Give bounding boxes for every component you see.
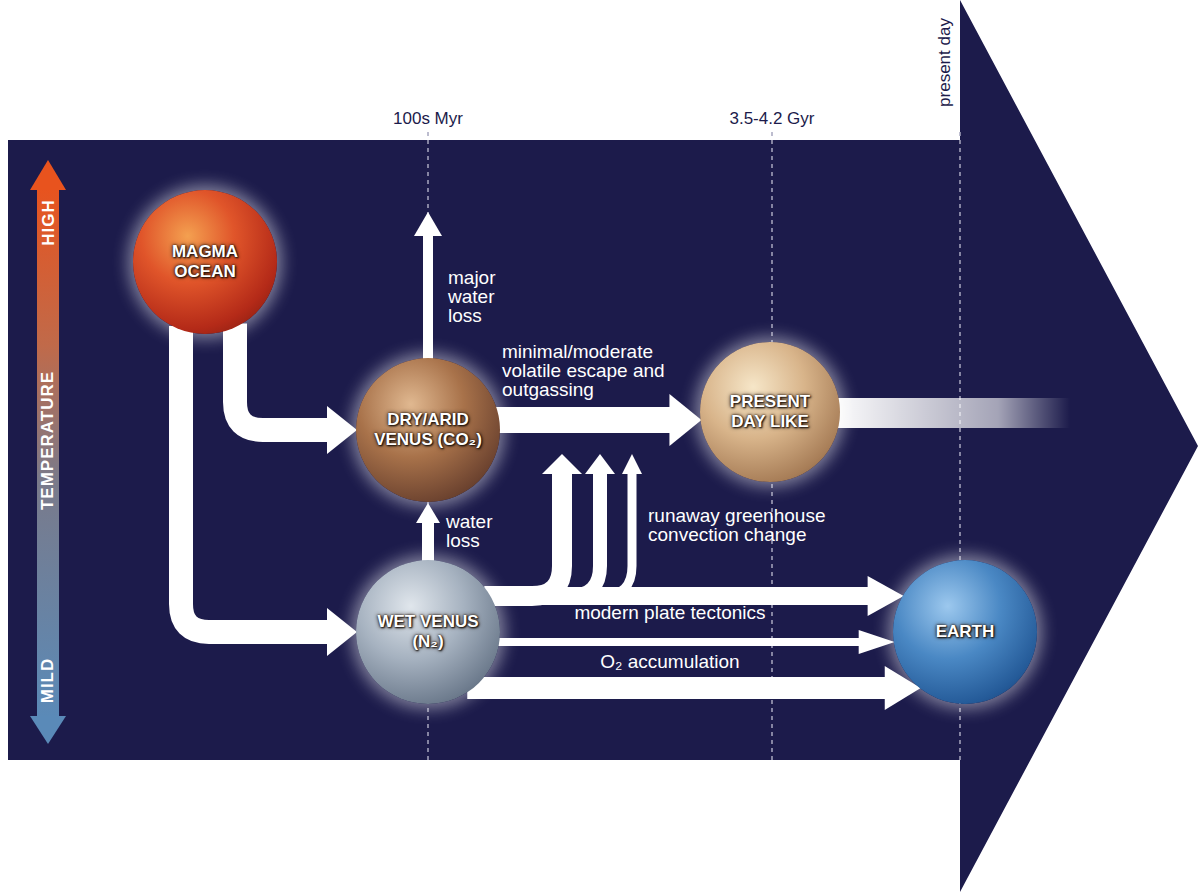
time-label: 100s Myr bbox=[393, 109, 463, 128]
process-arrow bbox=[493, 630, 894, 654]
planet-label: EARTH bbox=[906, 622, 1024, 642]
planet-node: MAGMA OCEAN bbox=[133, 190, 277, 334]
planet-label: MAGMA OCEAN bbox=[146, 242, 264, 282]
temperature-arrowhead bbox=[30, 160, 66, 190]
scale-label: TEMPERATURE bbox=[39, 370, 58, 509]
process-arrow bbox=[484, 454, 582, 596]
edge-label: minimal/moderate volatile escape and out… bbox=[502, 342, 717, 399]
arrow-shaft bbox=[235, 323, 329, 430]
arrow-shaft bbox=[467, 677, 886, 699]
planet-node: DRY/ARID VENUS (CO₂) bbox=[356, 358, 500, 502]
edge-label: modern plate tectonics bbox=[520, 603, 820, 622]
timeline-arrow bbox=[8, 0, 1198, 892]
arrowhead bbox=[585, 454, 615, 474]
edge-label: runaway greenhouse convection change bbox=[648, 506, 838, 544]
process-arrow bbox=[495, 394, 701, 446]
arrow-shaft bbox=[422, 521, 434, 564]
continuation-fade bbox=[830, 398, 1070, 428]
process-arrow bbox=[235, 323, 357, 454]
process-arrow bbox=[467, 666, 920, 710]
arrowhead bbox=[327, 406, 357, 454]
arrow-shaft bbox=[484, 472, 600, 596]
scale-label: HIGH bbox=[39, 199, 58, 246]
time-label: 3.5-4.2 Gyr bbox=[729, 109, 814, 128]
planet-label: PRESENT DAY LIKE bbox=[711, 392, 829, 432]
process-arrow bbox=[181, 326, 357, 656]
planet-label: WET VENUS (N₂) bbox=[369, 612, 487, 652]
water-loss-arrow bbox=[423, 234, 433, 360]
arrowhead bbox=[327, 608, 357, 656]
temperature-bar bbox=[37, 186, 59, 720]
arrow-shaft bbox=[181, 326, 329, 632]
edge-label: water loss bbox=[446, 512, 516, 550]
time-label: present day bbox=[935, 18, 954, 107]
process-arrow bbox=[416, 503, 440, 564]
process-note: major water loss bbox=[448, 268, 514, 325]
water-loss-arrowhead bbox=[414, 212, 442, 236]
arrow-shaft bbox=[484, 472, 632, 596]
scale-label: MILD bbox=[38, 657, 57, 703]
planet-node: PRESENT DAY LIKE bbox=[700, 342, 840, 482]
arrow-shaft bbox=[493, 638, 860, 646]
arrow-shaft bbox=[495, 407, 671, 433]
arrowhead bbox=[542, 454, 582, 474]
arrowhead bbox=[859, 630, 895, 654]
process-arrow bbox=[484, 454, 642, 596]
process-arrow bbox=[484, 454, 615, 596]
planet-node: EARTH bbox=[893, 560, 1037, 704]
arrowhead bbox=[669, 394, 701, 446]
arrow-shaft bbox=[484, 472, 562, 596]
planet-label: DRY/ARID VENUS (CO₂) bbox=[369, 410, 487, 450]
planet-node: WET VENUS (N₂) bbox=[356, 560, 500, 704]
arrowhead bbox=[416, 503, 440, 523]
temperature-arrowhead bbox=[30, 716, 66, 744]
arrowhead bbox=[622, 454, 642, 474]
edge-label: O₂ accumulation bbox=[520, 652, 820, 671]
